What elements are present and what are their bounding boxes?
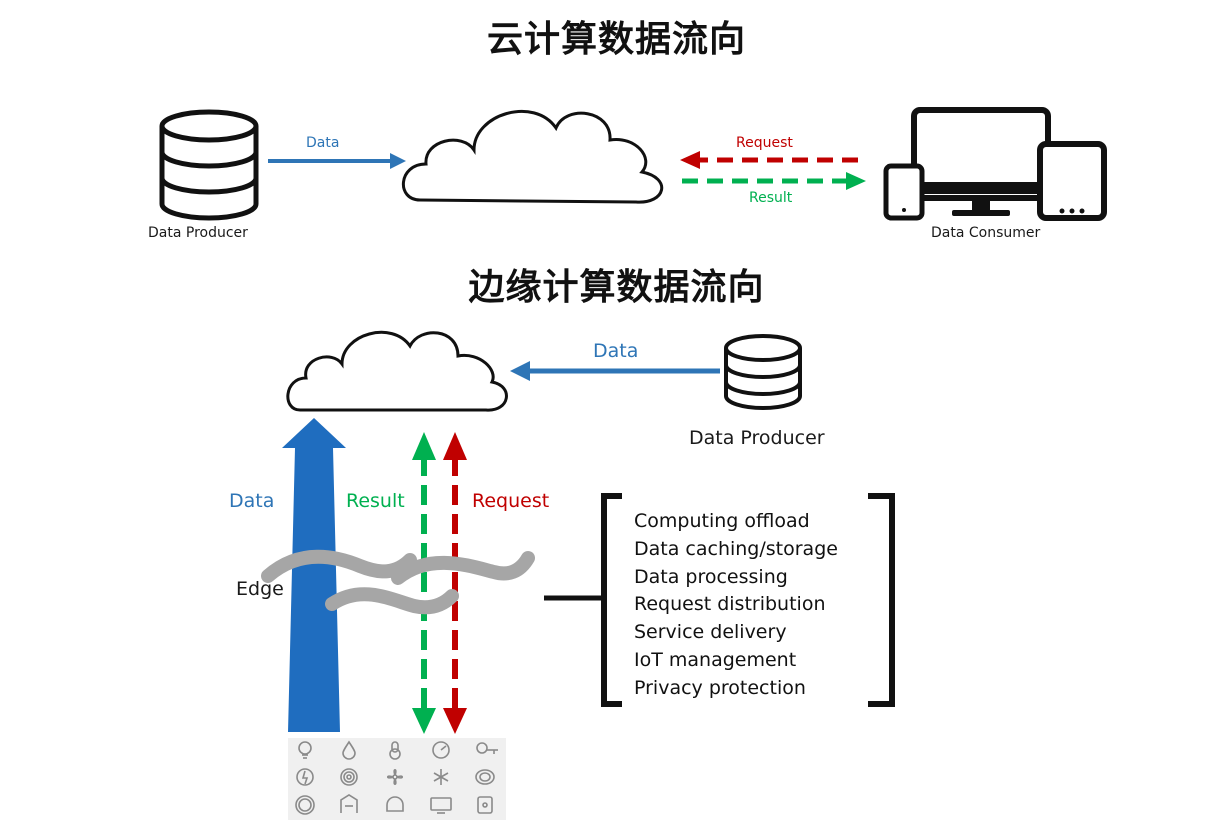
cloud-data-arrow bbox=[268, 153, 406, 169]
garage-icon bbox=[340, 794, 358, 813]
request-arrow bbox=[680, 151, 858, 169]
cloud-producer-label: Data Producer bbox=[148, 225, 248, 241]
lightbulb-icon bbox=[298, 741, 312, 759]
result-label: Result bbox=[749, 190, 793, 206]
cloud-computing-title: 云计算数据流向 bbox=[486, 19, 746, 60]
upload-data-arrow bbox=[282, 418, 346, 732]
edge-functions-list: Computing offload Data caching/storage D… bbox=[634, 508, 838, 703]
ring-icon bbox=[475, 769, 495, 785]
edge-wave bbox=[261, 549, 535, 615]
iot-devices-grid bbox=[288, 738, 506, 820]
consumer-label: Data Consumer bbox=[931, 225, 1041, 241]
function-item: Data processing bbox=[634, 565, 788, 588]
function-item: Request distribution bbox=[634, 593, 826, 616]
function-item: Data caching/storage bbox=[634, 537, 838, 560]
request-label: Request bbox=[736, 135, 793, 151]
edge-request-arrow bbox=[443, 432, 467, 734]
function-item: Service delivery bbox=[634, 621, 787, 644]
tv-icon bbox=[430, 797, 452, 814]
devices-icon bbox=[883, 107, 1107, 221]
function-item: Privacy protection bbox=[634, 676, 806, 699]
edge-result-label: Result bbox=[346, 490, 405, 512]
result-arrow bbox=[682, 172, 866, 190]
edge-result-arrow bbox=[412, 432, 436, 734]
cloud-icon bbox=[402, 109, 663, 204]
gauge-icon bbox=[432, 741, 450, 759]
function-item: Computing offload bbox=[634, 510, 810, 532]
sun-icon bbox=[295, 795, 315, 815]
edge-label: Edge bbox=[236, 578, 284, 600]
function-item: IoT management bbox=[634, 648, 797, 671]
edge-producer-label: Data Producer bbox=[689, 427, 825, 449]
edge-data-label: Data bbox=[593, 340, 639, 362]
cloud-data-label: Data bbox=[306, 135, 340, 151]
key-icon bbox=[476, 742, 498, 754]
edge-data-arrow bbox=[510, 361, 720, 381]
right-bracket bbox=[868, 493, 895, 707]
water-drop-icon bbox=[342, 740, 356, 760]
power-icon bbox=[296, 768, 314, 786]
socket-icon bbox=[477, 796, 493, 814]
snowflake-icon bbox=[433, 769, 449, 785]
thermometer-icon bbox=[389, 741, 401, 760]
edge-computing-title: 边缘计算数据流向 bbox=[468, 267, 765, 308]
edge-request-label: Request bbox=[472, 490, 550, 512]
upload-data-label: Data bbox=[229, 490, 275, 512]
database-icon bbox=[159, 109, 259, 221]
edge-database-icon bbox=[724, 334, 802, 410]
edge-cloud-icon bbox=[286, 330, 508, 412]
wifi-icon bbox=[340, 768, 358, 786]
router-icon bbox=[386, 796, 404, 812]
left-bracket bbox=[601, 493, 622, 707]
fan-icon bbox=[386, 768, 404, 786]
